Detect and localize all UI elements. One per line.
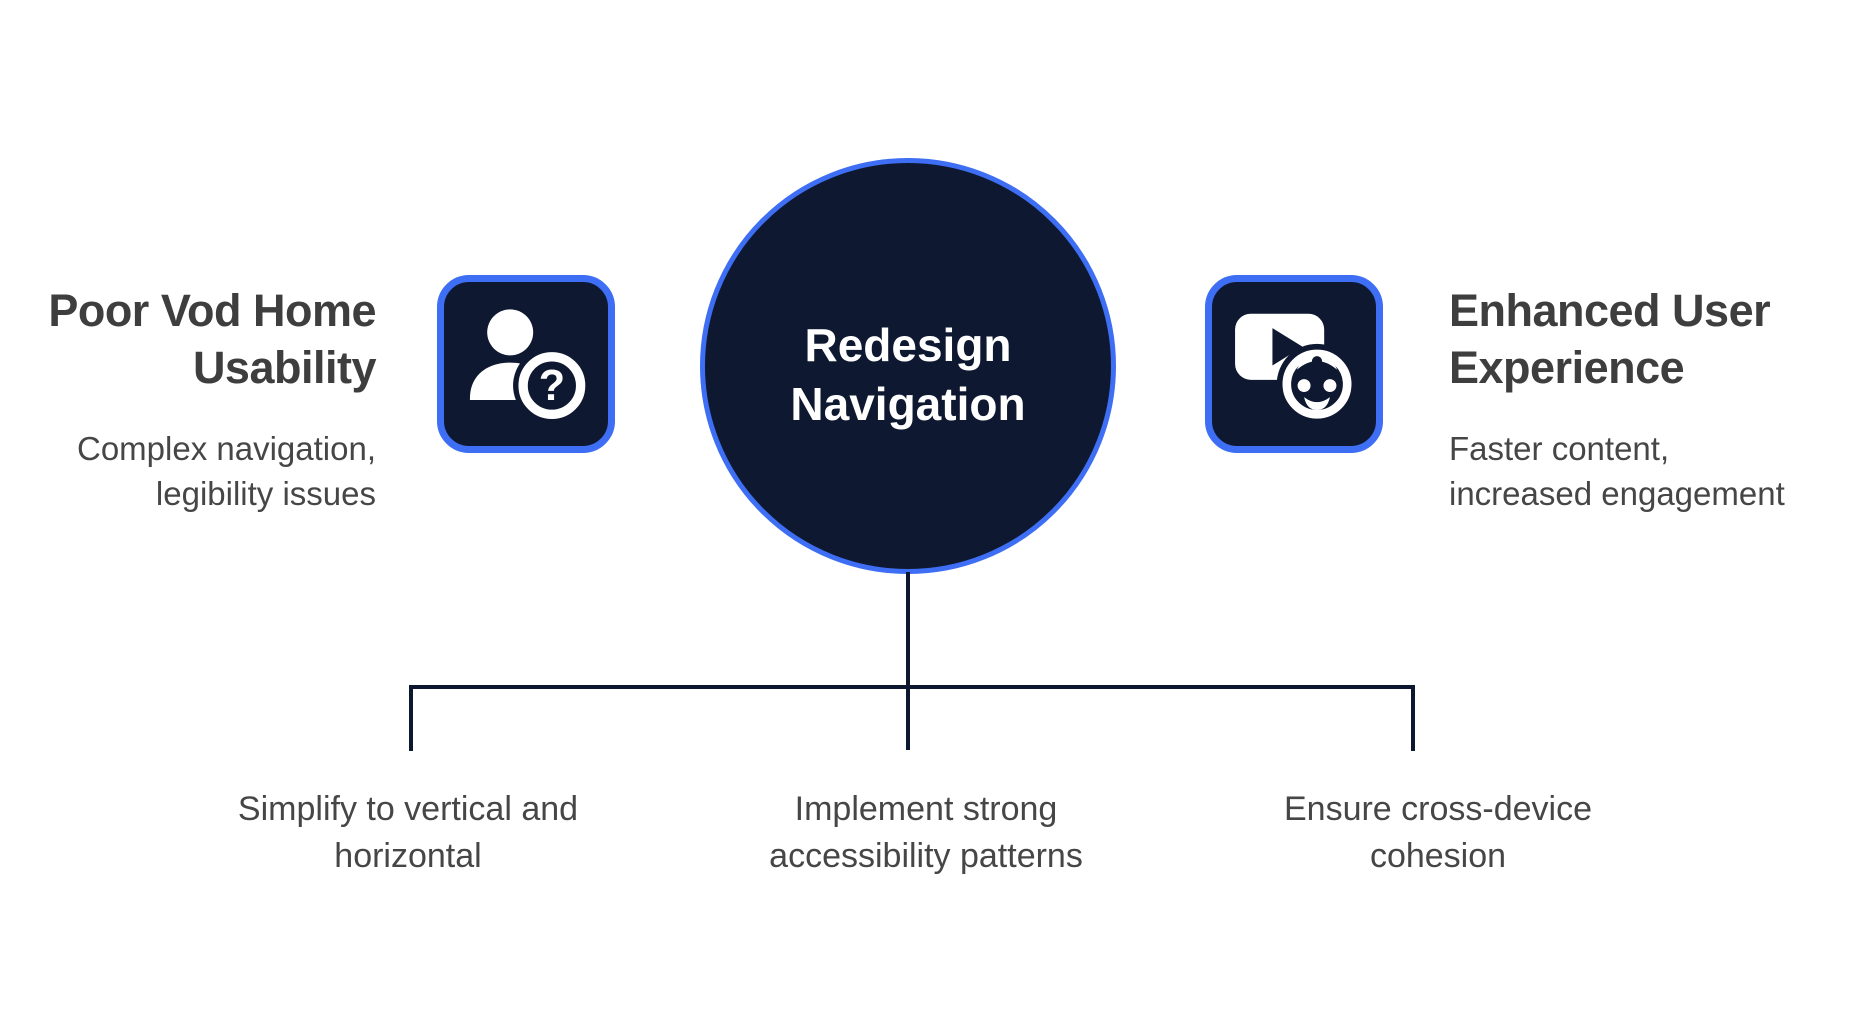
left-panel-subtitle-line2: legibility issues — [155, 475, 376, 512]
central-node: Redesign Navigation — [700, 158, 1116, 574]
right-panel-title: Enhanced User Experience — [1449, 282, 1839, 396]
branch-label-accessibility-line2: accessibility patterns — [769, 837, 1083, 875]
branch-label-cohesion-line2: cohesion — [1369, 837, 1507, 875]
video-face-icon — [1235, 313, 1358, 425]
left-panel-title-line2: Usability — [192, 342, 377, 393]
branch-label-accessibility: Implement strong accessibility patterns — [666, 786, 1186, 880]
poor-usability-icon-box: ? — [437, 275, 615, 453]
branch-label-simplify-line2: horizontal — [334, 837, 482, 875]
connector-drop-right — [1411, 685, 1415, 751]
connector-crossbar — [409, 685, 1415, 689]
branch-label-simplify: Simplify to vertical and horizontal — [148, 786, 668, 880]
central-node-title-line2: Navigation — [790, 378, 1026, 430]
svg-text:?: ? — [539, 362, 565, 410]
branch-label-accessibility-line1: Implement strong — [794, 790, 1058, 828]
left-panel: Poor Vod Home Usability Complex navigati… — [18, 282, 376, 516]
connector-drop-left — [409, 685, 413, 751]
right-panel-subtitle: Faster content, increased engagement — [1449, 426, 1839, 516]
central-node-title-line1: Redesign — [804, 319, 1012, 371]
user-question-icon: ? — [469, 309, 591, 425]
branch-label-simplify-line1: Simplify to vertical and — [237, 790, 579, 828]
right-panel-subtitle-line2: increased engagement — [1449, 475, 1785, 512]
right-panel-subtitle-line1: Faster content, — [1449, 430, 1670, 467]
branch-label-cohesion: Ensure cross-device cohesion — [1178, 786, 1698, 880]
right-panel: Enhanced User Experience Faster content,… — [1449, 282, 1839, 516]
left-panel-title-line1: Poor Vod Home — [48, 285, 376, 336]
enhanced-experience-icon-box — [1205, 275, 1383, 453]
branch-label-cohesion-line1: Ensure cross-device — [1283, 790, 1592, 828]
left-panel-subtitle-line1: Complex navigation, — [77, 430, 376, 467]
right-panel-title-line1: Enhanced User — [1449, 285, 1771, 336]
connector-stem — [906, 572, 910, 750]
right-panel-title-line2: Experience — [1449, 342, 1685, 393]
left-panel-subtitle: Complex navigation, legibility issues — [18, 426, 376, 516]
left-panel-title: Poor Vod Home Usability — [18, 282, 376, 396]
